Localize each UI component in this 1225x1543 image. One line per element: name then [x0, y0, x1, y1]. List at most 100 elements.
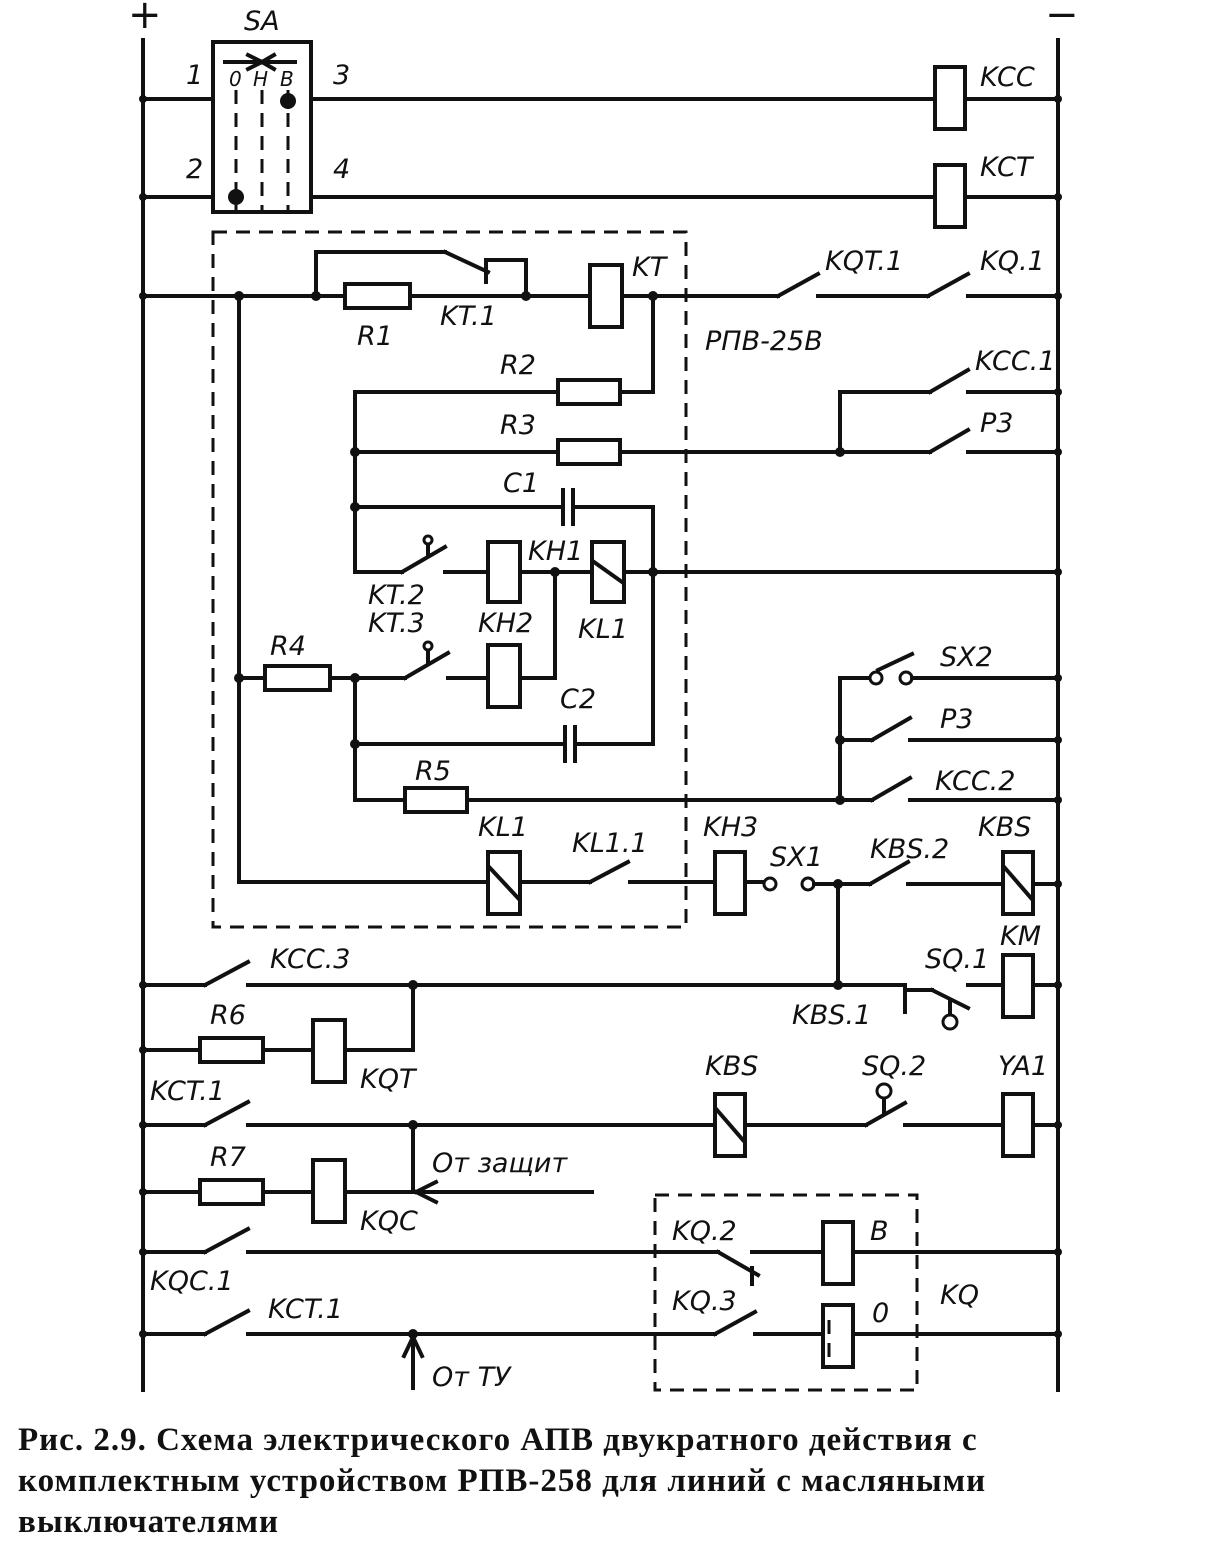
- label-KH2: KH2: [478, 608, 533, 639]
- circuit-diagram: + − SA 0 Н В 1 2 3 4 KCC KCT РПВ-25В: [128, 0, 1079, 1393]
- contact-KQ3: [712, 1309, 758, 1337]
- label-KCC1: KCC.1: [975, 346, 1055, 377]
- label-KBS1: KBS.1: [792, 1000, 871, 1031]
- switch-SA: [211, 40, 313, 214]
- label-KH3: KH3: [703, 812, 758, 843]
- coil-KH3: [713, 850, 747, 916]
- label-sa-H: Н: [253, 67, 268, 91]
- label-KT1: KT.1: [440, 301, 497, 332]
- label-O: 0: [872, 1298, 889, 1329]
- label-KQT: KQT: [360, 1064, 418, 1095]
- contact-KL11: [587, 859, 631, 885]
- label-R7: R7: [210, 1142, 246, 1173]
- contact-KT3: [402, 650, 451, 681]
- label-KQT1: KQT.1: [825, 246, 903, 277]
- contact-P3-a: [927, 427, 971, 455]
- contact-KCT1-a: [202, 1099, 251, 1128]
- contact-KT2: [399, 544, 448, 575]
- label-P3-a: P3: [980, 408, 1013, 439]
- label-KL1-a: KL1: [578, 614, 628, 645]
- coil-trip-O: [821, 1303, 855, 1369]
- label-C2: C2: [560, 684, 596, 715]
- label-KH1: KH1: [528, 536, 583, 567]
- resistor-R4: [263, 664, 332, 692]
- breaker-KQ-box: [653, 1193, 919, 1392]
- label-KQ1: KQ.1: [980, 246, 1045, 277]
- contact-P3-b: [869, 715, 913, 743]
- label-sa-B: В: [280, 67, 294, 91]
- label-SA: SA: [244, 6, 280, 37]
- label-ot-zashchit: От защит: [432, 1148, 568, 1179]
- contact-KCC1: [927, 367, 971, 395]
- contact-KBS2: [867, 859, 911, 887]
- resistor-R3: [556, 438, 622, 466]
- label-KBS-a: KBS: [978, 812, 1031, 843]
- label-KCT1-b: KCT.1: [268, 1294, 343, 1325]
- label-RPV: РПВ-25В: [705, 326, 823, 357]
- label-KQ3: KQ.3: [672, 1286, 737, 1317]
- label-YA1: YA1: [998, 1051, 1048, 1082]
- label-KQ2: KQ.2: [672, 1216, 737, 1247]
- label-R1: R1: [357, 321, 393, 352]
- contact-KQC1: [202, 1226, 251, 1255]
- label-R5: R5: [415, 756, 451, 787]
- resistor-R6: [198, 1036, 265, 1064]
- resistor-R2: [556, 378, 622, 406]
- coil-KCT: [933, 163, 967, 229]
- resistor-R5: [403, 786, 469, 814]
- contact-KCC2: [869, 775, 913, 803]
- label-KT2: KT.2: [368, 580, 425, 611]
- label-KBS2: KBS.2: [870, 834, 949, 865]
- coil-KQT: [311, 1018, 347, 1084]
- label-R3: R3: [500, 410, 536, 441]
- label-sa-1: 1: [186, 60, 203, 91]
- label-sa-3: 3: [333, 60, 350, 91]
- label-KBS-b: KBS: [705, 1051, 758, 1082]
- label-KQ: KQ: [940, 1280, 979, 1311]
- label-KCC2: KCC.2: [935, 766, 1015, 797]
- label-SX2: SX2: [940, 642, 993, 673]
- coil-KM: [1001, 953, 1035, 1019]
- label-KL11: KL1.1: [572, 828, 648, 859]
- label-R4: R4: [270, 631, 306, 662]
- label-P3-b: P3: [940, 704, 973, 735]
- label-C1: C1: [503, 468, 539, 499]
- coil-closing-B: [821, 1220, 855, 1286]
- contact-KT1: [442, 249, 491, 275]
- label-SQ2: SQ.2: [862, 1051, 926, 1082]
- label-sa-4: 4: [333, 154, 350, 185]
- coil-YA1: [1001, 1092, 1035, 1158]
- label-KCC: KCC: [980, 62, 1035, 93]
- label-sa-O: 0: [229, 67, 242, 91]
- plus-sign: +: [128, 0, 162, 38]
- label-KCC3: KCC.3: [270, 944, 350, 975]
- contact-KCT1-b: [202, 1308, 251, 1337]
- label-R6: R6: [210, 1000, 246, 1031]
- label-KQC: KQC: [360, 1206, 418, 1237]
- label-KCT1-a: KCT.1: [150, 1076, 225, 1107]
- terminal-SX2-left: [868, 670, 884, 686]
- coil-KH2: [486, 643, 522, 709]
- coil-KCC: [933, 65, 967, 131]
- device-RPV-box: [211, 230, 688, 929]
- label-SX1: SX1: [770, 842, 823, 873]
- contact-KCC3: [202, 959, 251, 988]
- label-B: B: [870, 1216, 889, 1247]
- minus-sign: −: [1045, 0, 1079, 38]
- figure-caption: Рис. 2.9. Схема электрического АПВ двукр…: [18, 1422, 987, 1540]
- label-SQ1: SQ.1: [925, 944, 989, 975]
- resistor-R7: [198, 1178, 265, 1206]
- contact-KQT1: [775, 271, 821, 299]
- contact-KQ1: [925, 271, 971, 299]
- coil-KQC: [311, 1158, 347, 1224]
- label-KT3: KT.3: [368, 608, 425, 639]
- label-KT: KT: [632, 252, 669, 283]
- resistor-R1: [343, 282, 412, 310]
- label-sa-2: 2: [186, 154, 203, 185]
- label-KL1-b: KL1: [478, 812, 528, 843]
- coil-KH1: [486, 540, 522, 604]
- coil-KT: [588, 263, 624, 329]
- label-KQC1: KQC.1: [150, 1266, 234, 1297]
- label-ot-TU: От ТУ: [432, 1362, 512, 1393]
- label-R2: R2: [500, 350, 536, 381]
